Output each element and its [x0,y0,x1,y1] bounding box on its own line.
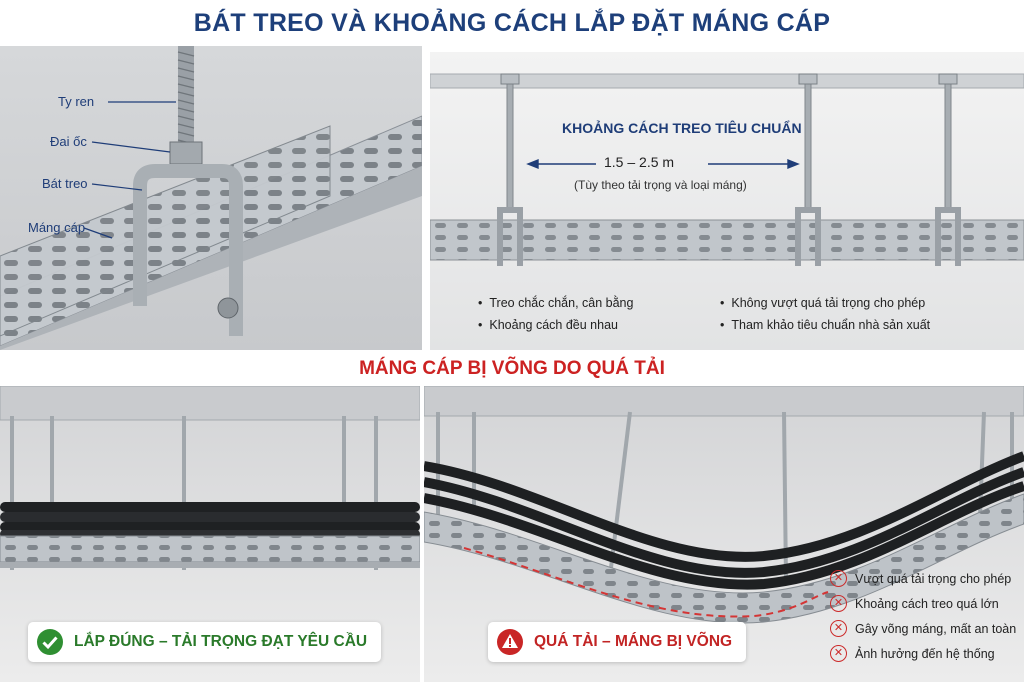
spacing-note: (Tùy theo tải trọng và loại máng) [574,178,747,192]
overload-issue: ✕Vượt quá tải trọng cho phép [830,566,1016,591]
correct-badge: LẮP ĐÚNG – TẢI TRỌNG ĐẠT YÊU CẦU [28,622,382,662]
overload-issue-list: ✕Vượt quá tải trọng cho phép ✕Khoảng các… [830,566,1016,666]
point-left-1: Treo chắc chắn, cân bằng [478,296,633,310]
point-right-1: Không vượt quá tải trọng cho phép [720,296,925,310]
correct-install-illustration [0,386,420,570]
hanger-closeup-illustration [0,46,422,350]
label-leader-lines [83,101,176,239]
label-nut: Đai ốc [50,134,87,149]
x-circle-icon: ✕ [830,645,847,662]
spacing-illustration [430,73,1024,266]
overload-illustration [424,386,1024,624]
overload-issue: ✕Khoảng cách treo quá lớn [830,591,1016,616]
check-circle-icon [36,628,64,656]
label-threaded-rod: Ty ren [58,94,95,109]
hanger-closeup-panel [0,46,422,350]
x-circle-icon: ✕ [830,620,847,637]
point-left-2: Khoảng cách đều nhau [478,318,618,332]
overload-badge: QUÁ TẢI – MÁNG BỊ VÕNG [488,622,747,662]
label-tray: Máng cáp [28,220,86,235]
overload-label: QUÁ TẢI – MÁNG BỊ VÕNG [534,633,733,650]
spacing-heading: KHOẢNG CÁCH TREO TIÊU CHUẨN [562,120,802,136]
overload-issue: ✕Gây võng máng, mất an toàn [830,616,1016,641]
warning-triangle-icon [496,628,524,656]
x-circle-icon: ✕ [830,595,847,612]
section-sag-title: MÁNG CÁP BỊ VÕNG DO QUÁ TẢI [359,358,665,379]
x-circle-icon: ✕ [830,570,847,587]
point-right-2: Tham khảo tiêu chuẩn nhà sản xuất [720,318,930,332]
correct-label: LẮP ĐÚNG – TẢI TRỌNG ĐẠT YÊU CẦU [74,633,368,650]
label-hanger: Bát treo [42,176,88,191]
overload-issue: ✕Ảnh hưởng đến hệ thống [830,641,1016,666]
spacing-distance: 1.5 – 2.5 m [604,154,675,170]
page-title: BÁT TREO VÀ KHOẢNG CÁCH LẮP ĐẶT MÁNG CÁP [193,8,831,37]
